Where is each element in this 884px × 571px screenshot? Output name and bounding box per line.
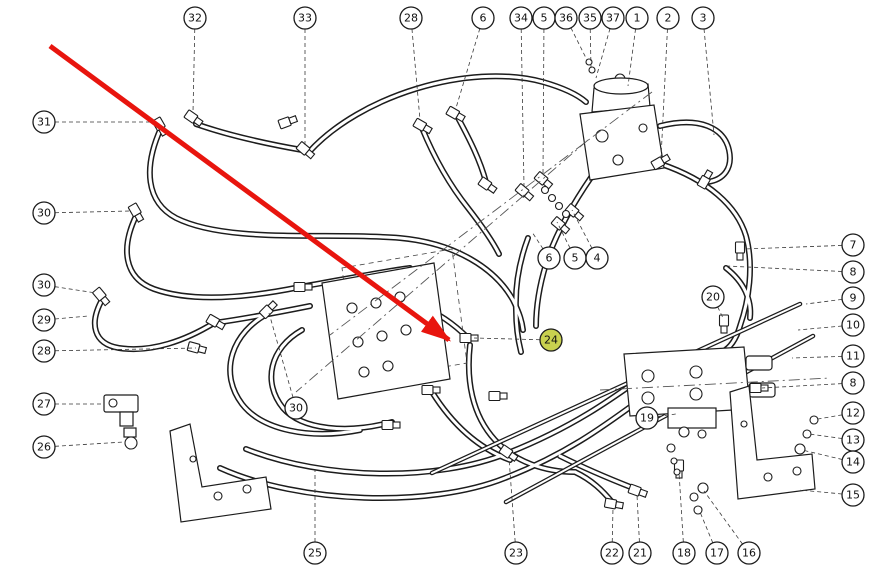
left-bracket [169,423,272,523]
svg-text:12: 12 [846,407,860,420]
svg-text:4: 4 [594,252,601,265]
callout-28[interactable]: 28 [32,339,56,363]
washers [540,58,819,515]
callout-8[interactable]: 8 [841,371,865,395]
callout-13[interactable]: 13 [841,428,865,452]
leader-lines [54,27,843,545]
svg-text:10: 10 [846,319,860,332]
callout-25[interactable]: 25 [303,541,327,565]
svg-text:6: 6 [546,252,553,265]
svg-text:31: 31 [37,116,51,129]
svg-text:28: 28 [37,345,51,358]
callout-29[interactable]: 29 [32,308,56,332]
svg-text:6: 6 [480,12,487,25]
svg-text:13: 13 [846,434,860,447]
callout-32[interactable]: 32 [183,6,207,30]
callout-30[interactable]: 30 [284,396,308,420]
svg-text:34: 34 [514,12,528,25]
callout-3[interactable]: 3 [691,6,715,30]
svg-text:24: 24 [544,334,558,347]
callout-35[interactable]: 35 [578,6,602,30]
svg-text:2: 2 [665,12,672,25]
svg-text:11: 11 [846,350,860,363]
svg-text:7: 7 [850,239,857,252]
callout-30[interactable]: 30 [32,201,56,225]
callout-34[interactable]: 34 [509,6,533,30]
svg-text:8: 8 [850,377,857,390]
fittings [92,105,769,510]
callout-15[interactable]: 15 [841,483,865,507]
svg-text:19: 19 [640,412,654,425]
svg-text:3: 3 [700,12,707,25]
right-bracket [729,385,816,500]
callout-2[interactable]: 2 [656,6,680,30]
svg-text:16: 16 [742,547,756,560]
svg-text:23: 23 [509,547,523,560]
steering-valve [579,73,665,181]
svg-text:17: 17 [710,547,724,560]
callout-6[interactable]: 6 [471,6,495,30]
svg-text:33: 33 [298,12,312,25]
svg-text:28: 28 [404,12,418,25]
callout-18[interactable]: 18 [672,541,696,565]
callout-10[interactable]: 10 [841,313,865,337]
svg-text:20: 20 [706,291,720,304]
callout-6[interactable]: 6 [537,246,561,270]
callout-11[interactable]: 11 [841,344,865,368]
callout-37[interactable]: 37 [601,6,625,30]
svg-text:30: 30 [37,207,51,220]
svg-text:30: 30 [289,402,303,415]
svg-text:18: 18 [677,547,691,560]
callout-8[interactable]: 8 [841,260,865,284]
svg-text:37: 37 [606,12,620,25]
svg-text:1: 1 [634,12,641,25]
pointer-arrow [48,43,452,343]
callout-23[interactable]: 23 [504,541,528,565]
callout-33[interactable]: 33 [293,6,317,30]
svg-text:26: 26 [37,441,51,454]
svg-text:32: 32 [188,12,202,25]
svg-text:5: 5 [572,252,579,265]
svg-text:22: 22 [605,547,619,560]
callout-4[interactable]: 4 [585,246,609,270]
callout-31[interactable]: 31 [32,110,56,134]
callout-30[interactable]: 30 [32,273,56,297]
callout-28[interactable]: 28 [399,6,423,30]
callout-22[interactable]: 22 [600,541,624,565]
callout-7[interactable]: 7 [841,233,865,257]
svg-text:15: 15 [846,489,860,502]
svg-text:36: 36 [559,12,573,25]
callout-19[interactable]: 19 [635,406,659,430]
callout-26[interactable]: 26 [32,435,56,459]
callout-17[interactable]: 17 [705,541,729,565]
svg-text:5: 5 [541,12,548,25]
callout-27[interactable]: 27 [32,392,56,416]
svg-text:21: 21 [633,547,647,560]
svg-text:35: 35 [583,12,597,25]
svg-text:25: 25 [308,547,322,560]
callout-20[interactable]: 20 [701,285,725,309]
callout-24[interactable]: 24 [539,328,563,352]
svg-text:27: 27 [37,398,51,411]
callout-36[interactable]: 36 [554,6,578,30]
callout-5[interactable]: 5 [563,246,587,270]
relief-valve-fitting [103,394,139,450]
callout-9[interactable]: 9 [841,286,865,310]
callout-5[interactable]: 5 [532,6,556,30]
svg-text:8: 8 [850,266,857,279]
callout-16[interactable]: 16 [737,541,761,565]
svg-text:29: 29 [37,314,51,327]
svg-text:14: 14 [846,456,860,469]
callout-1[interactable]: 1 [625,6,649,30]
svg-text:30: 30 [37,279,51,292]
callout-21[interactable]: 21 [628,541,652,565]
svg-text:9: 9 [850,292,857,305]
callout-12[interactable]: 12 [841,401,865,425]
callout-14[interactable]: 14 [841,450,865,474]
mounting-plate [321,248,468,400]
